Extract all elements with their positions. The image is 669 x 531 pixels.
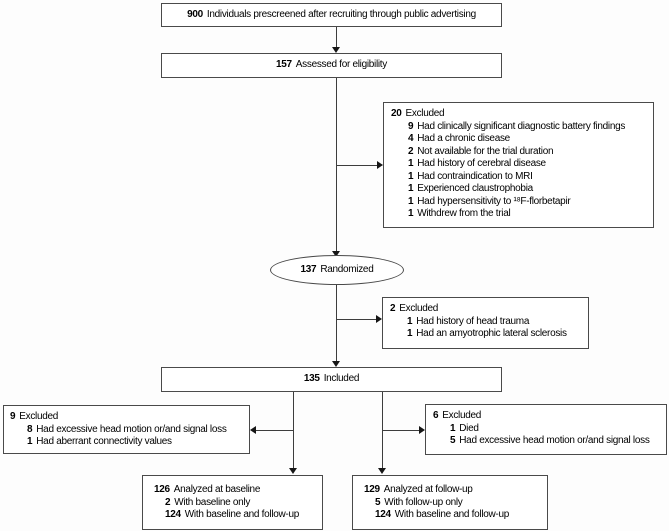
connector-branch-excluded-followup (382, 430, 419, 431)
arrow-right-icon (419, 426, 425, 434)
arrow-down-icon (332, 47, 340, 53)
connector-randomized-included (336, 285, 337, 361)
arrow-down-icon (332, 361, 340, 367)
arrow-right-icon (377, 161, 383, 169)
connector-included-baseline (293, 392, 294, 468)
arrow-left-icon (250, 426, 256, 434)
connector-branch-excluded-baseline (256, 430, 293, 431)
arrow-down-icon (378, 468, 386, 474)
connector-prescreened-eligibility (336, 26, 337, 48)
connector-branch-excluded-postrandomization (336, 319, 376, 320)
arrow-right-icon (376, 315, 382, 323)
arrow-down-icon (332, 251, 340, 257)
arrow-down-icon (289, 468, 297, 474)
connector-branch-excluded-screening (336, 165, 377, 166)
